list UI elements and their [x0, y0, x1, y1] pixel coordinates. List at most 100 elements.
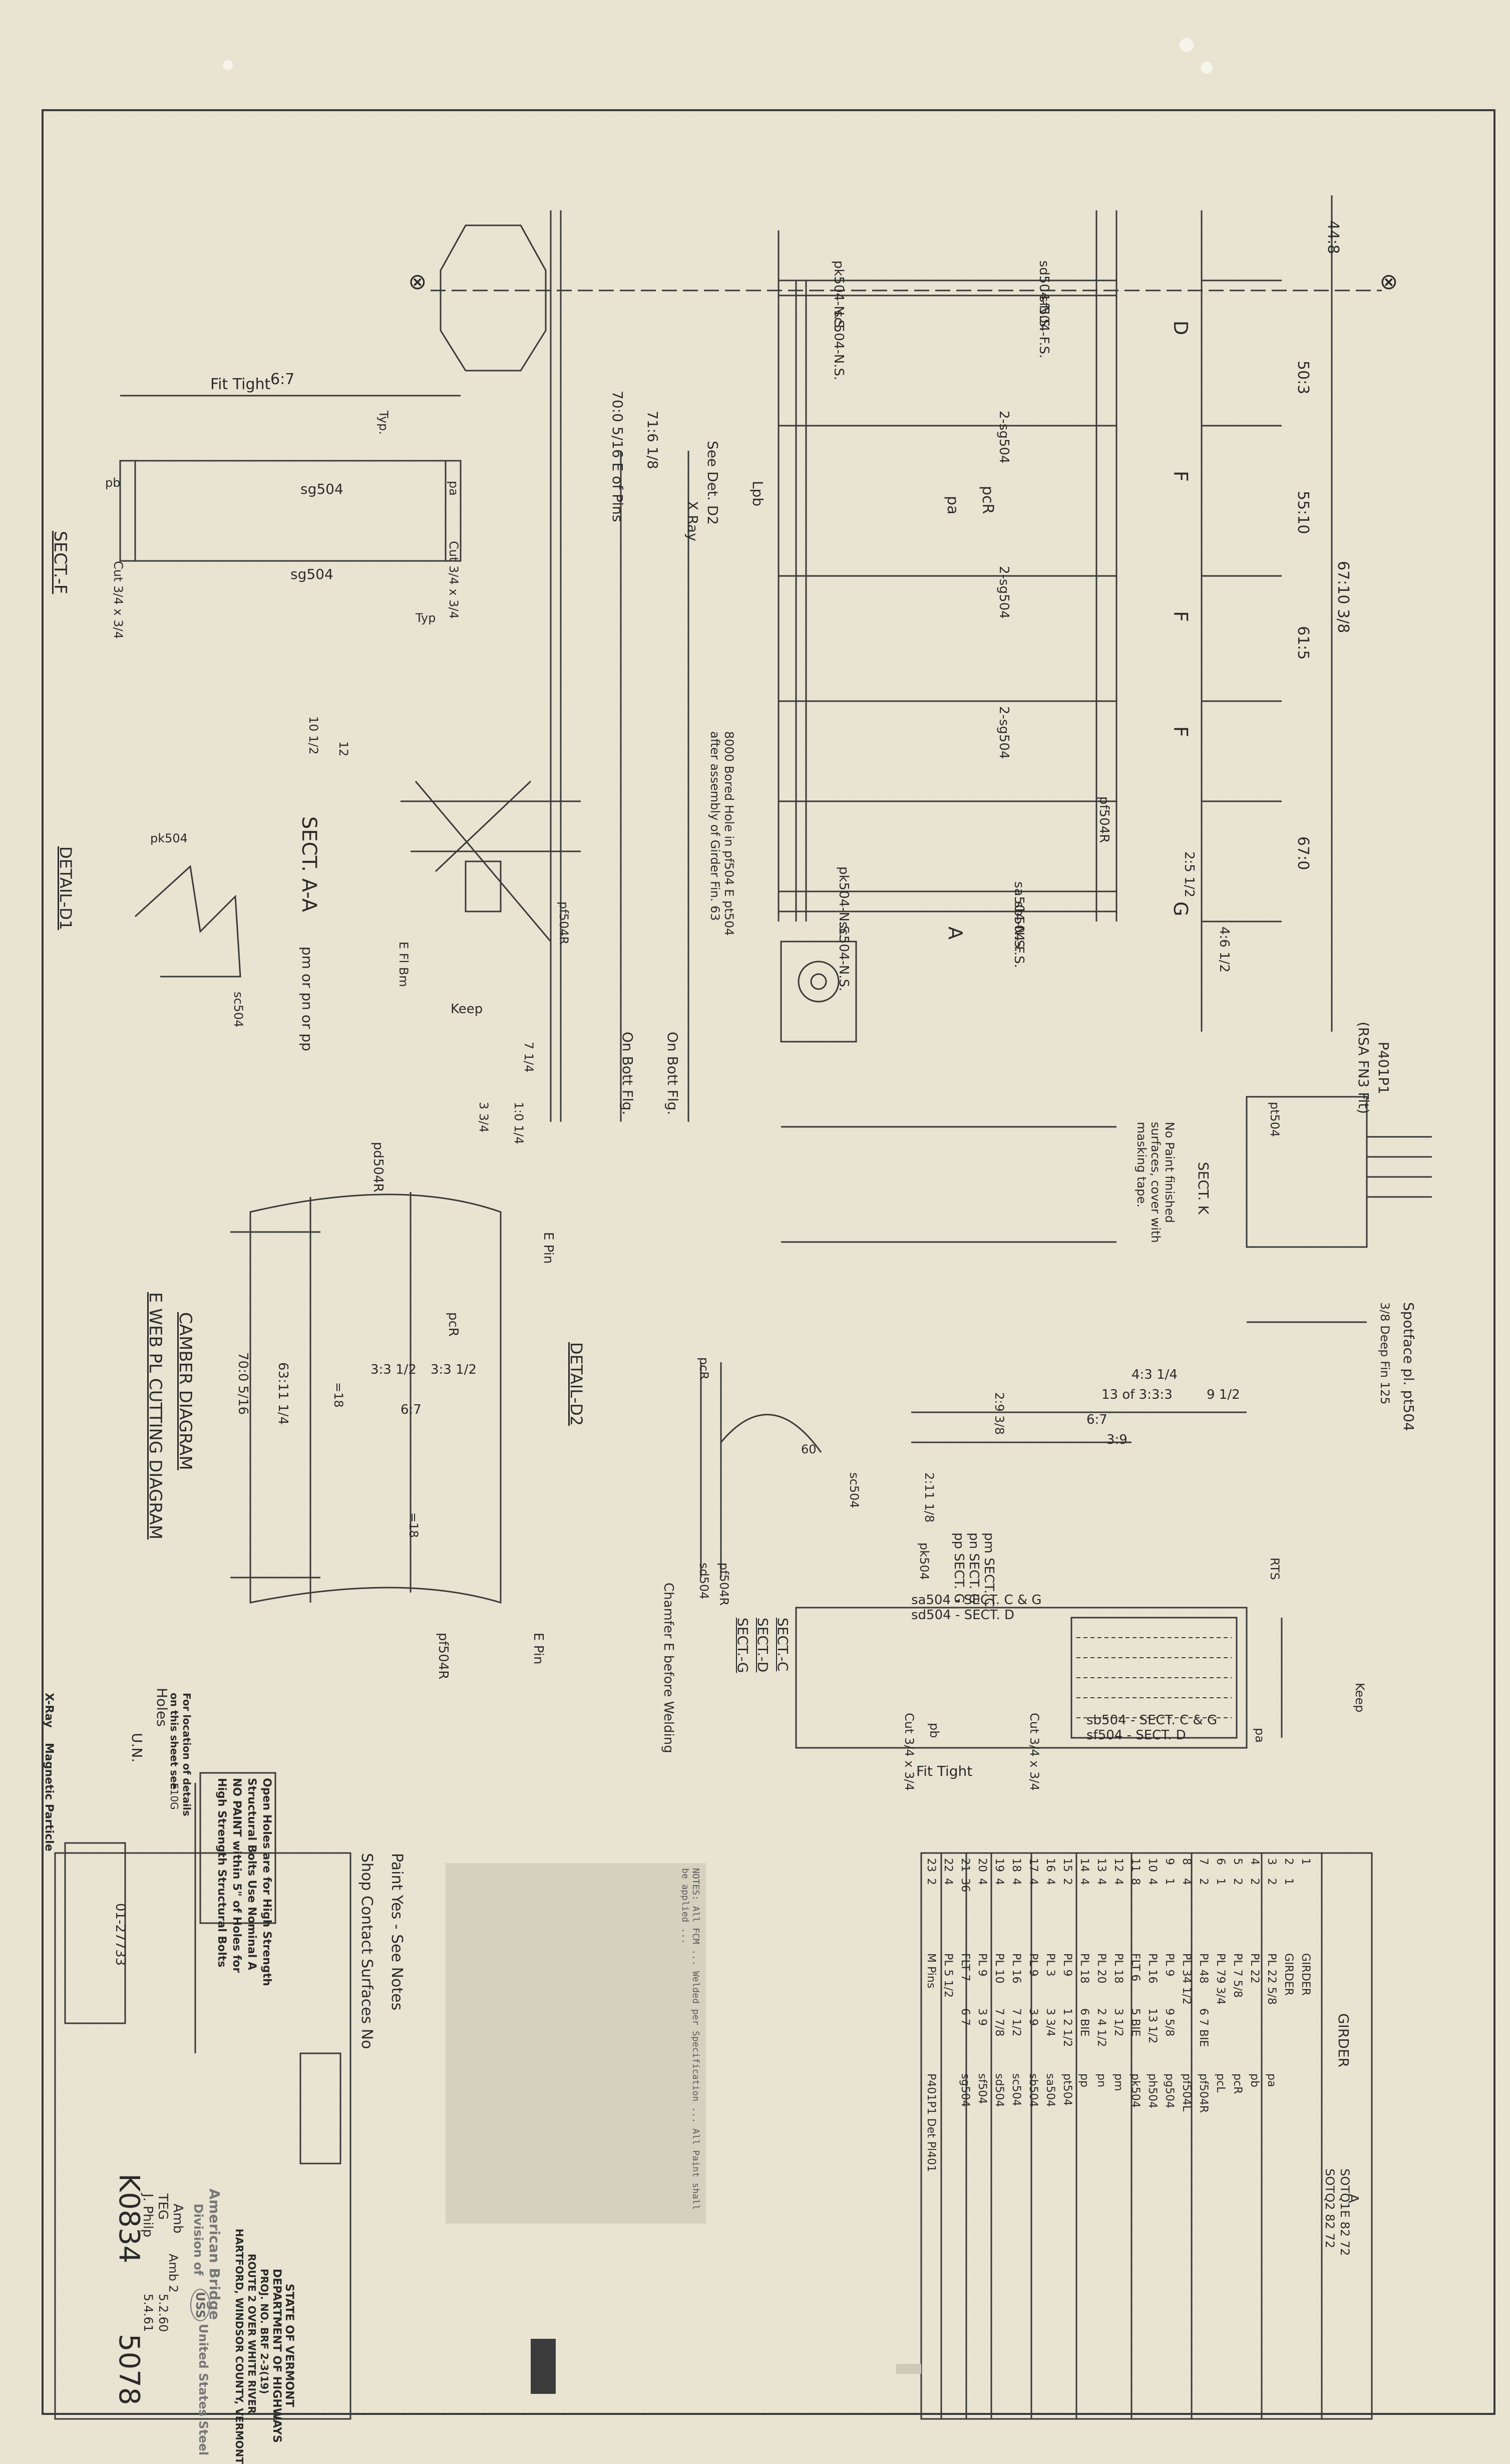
- bom-cell: 4: [976, 1878, 988, 1885]
- bom-mark: SOTQ2 82 72: [1323, 2169, 1337, 2249]
- holes-symbol: U.N.: [129, 1733, 145, 1763]
- bom-cell: PL 5 1/2: [942, 1953, 954, 1998]
- pin-note: X Ray: [684, 501, 701, 541]
- rsa-label: (RSA FN3 Fit): [1355, 1022, 1372, 1114]
- tb-dept: DEPARTMENT OF HIGHWAYS: [270, 2269, 283, 2443]
- girder-label: sb504-F.S.: [1011, 901, 1026, 968]
- detail-d2-label: SECT.-G: [734, 1618, 751, 1673]
- girder-end-mark-left: ⊗: [405, 273, 431, 291]
- bom-cell: PL 16: [1010, 1953, 1022, 1984]
- bom-cell: PL 7 5/8: [1231, 1953, 1244, 1998]
- bom-cell: 4: [1027, 1878, 1039, 1885]
- sect-cdg-label: Cut 3/4 x 3/4: [902, 1713, 916, 1791]
- sect-f-label: sg504: [300, 481, 343, 497]
- sect-cdg-label: RTS: [1268, 1558, 1282, 1580]
- bom-cell: sb504: [1027, 2073, 1039, 2107]
- bom-cell: 6 7: [959, 2008, 971, 2026]
- bom-cell: 4: [1095, 1878, 1107, 1885]
- bom-cell: 7: [1197, 1858, 1210, 1865]
- sect-aa-label: 7 1/4: [522, 1042, 536, 1073]
- bom-cell: 23: [925, 1858, 937, 1872]
- tb-date: 5.4.61: [141, 2294, 155, 2332]
- sect-k-note: No Paint finished surfaces, cover with m…: [1135, 1122, 1177, 1243]
- detail-d2-label: SECT.-C: [775, 1618, 791, 1672]
- bom-cell: 7 7/8: [993, 2008, 1005, 2037]
- bom-cell: PL 18: [1078, 1953, 1090, 1984]
- camber-label: 6:7: [401, 1402, 422, 1417]
- bom-cell: pb: [1248, 2073, 1261, 2087]
- bom-cell: 8: [1180, 1858, 1193, 1865]
- bom-cell: sa504: [1044, 2073, 1056, 2107]
- bom-cell: PL 10: [993, 1953, 1005, 1984]
- sect-f-label: Cut 3/4 x 3/4: [447, 541, 461, 619]
- camber-label: 3:3 1/2: [431, 1362, 477, 1377]
- bom-cell: 18: [1010, 1858, 1022, 1872]
- sect-f-label: Typ: [416, 611, 436, 625]
- bom-cell: 3 9: [976, 2008, 988, 2026]
- bom-cell: ph504: [1146, 2073, 1159, 2108]
- girder-end-mark-right: ⊗: [1376, 273, 1402, 291]
- bom-cell: sf504: [976, 2073, 988, 2104]
- location-note: E10G: [168, 1783, 180, 1810]
- tb-route: ROUTE 2 OVER WHITE RIVER: [246, 2254, 258, 2414]
- bom-cell: 3: [1265, 1858, 1278, 1865]
- sect-cdg-label: Keep: [1353, 1683, 1367, 1713]
- detail-d2-title: DETAIL-D2: [567, 1342, 586, 1426]
- sect-cdg-label: Fit Tight: [916, 1763, 973, 1779]
- sect-aa-label: sc504: [231, 992, 245, 1028]
- bom-cell: pt504: [1061, 2073, 1073, 2106]
- camber-label: E Pin: [531, 1633, 546, 1665]
- open-holes-line: NO PAINT within 5" of Holes for: [230, 1778, 243, 1973]
- detail-d1-title: DETAIL-D1: [56, 846, 75, 931]
- bom-cell: sg504: [959, 2073, 971, 2107]
- bom-cell: pg504: [1163, 2073, 1176, 2108]
- tb-sheet: 5078: [113, 2334, 145, 2405]
- bom-cell: 6 7 BIE: [1197, 2008, 1210, 2047]
- dim-67-10: 67:10 3/8: [1334, 561, 1352, 634]
- sect-f-fit: Fit Tight: [210, 376, 271, 393]
- bom-cell: 1: [1282, 1878, 1295, 1885]
- tb-state: STATE OF VERMONT: [283, 2284, 295, 2407]
- bom-cell: 4: [1248, 1858, 1261, 1865]
- bom-cell: 19: [993, 1858, 1005, 1872]
- bom-cell: 2 4 1/2: [1095, 2008, 1107, 2047]
- camber-label: =18: [331, 1382, 345, 1408]
- dim-2-5: 2:5 1/2: [1182, 851, 1197, 897]
- pin-note: 8000 Bored Hole in pf504 E pt504 after a…: [708, 731, 736, 936]
- camber-label: 63:11 1/4: [275, 1362, 290, 1425]
- bom-cell: sc504: [1010, 2073, 1022, 2106]
- bom-cell: P401P1 Det Pl401: [925, 2073, 937, 2172]
- sect-aa-label: 12: [336, 741, 350, 757]
- bom-cell: 11: [1129, 1858, 1142, 1872]
- sect-cdg-label: 3:9: [1106, 1432, 1127, 1447]
- tb-checker: TEG: [155, 2194, 170, 2220]
- p401-label: P401P1: [1375, 1042, 1392, 1095]
- bom-cell: PL 9: [1061, 1953, 1073, 1977]
- field-mark-D: D: [1170, 321, 1192, 336]
- sect-cdg-label: sf504 - SECT. D: [1086, 1728, 1186, 1743]
- sect-aa-label: pf504R: [557, 901, 571, 945]
- sect-cdg-label: Cut 3/4 x 3/4: [1027, 1713, 1041, 1791]
- typewritten-note: NOTES: All FCM ... Welded per Specificat…: [680, 1868, 701, 2210]
- bom-cell: 4: [1078, 1878, 1090, 1885]
- field-mark-A: A: [944, 927, 966, 940]
- sect-f-dim: 6:7: [270, 371, 295, 388]
- pin-note: On Bott Flg.: [664, 1032, 681, 1115]
- open-holes-line: Structural Bolts Use Nominal A: [245, 1778, 258, 1970]
- bom-mark: SOTQ1E 82 72: [1338, 2169, 1352, 2256]
- bom-cell: pn: [1095, 2073, 1107, 2087]
- bom-cell: PL 18: [1112, 1953, 1124, 1984]
- pt504-label: pt504: [1268, 1102, 1282, 1137]
- bom-cell: PL 22 5/8: [1265, 1953, 1278, 2005]
- bom-cell: 4: [1044, 1878, 1056, 1885]
- bom-cell: 2: [1282, 1858, 1295, 1865]
- bom-cell: PL 20: [1095, 1953, 1107, 1984]
- sect-aa-label: pm or pn or pp: [299, 947, 315, 1052]
- bom-cell: PL 9: [1163, 1953, 1176, 1977]
- sect-aa-label: 1:0 1/4: [512, 1102, 526, 1144]
- field-mark-F: F: [1170, 726, 1192, 737]
- detail-d2-label: 60: [801, 1442, 817, 1456]
- bom-cell: 2: [1265, 1878, 1278, 1885]
- camber-label: pf504R: [436, 1633, 451, 1680]
